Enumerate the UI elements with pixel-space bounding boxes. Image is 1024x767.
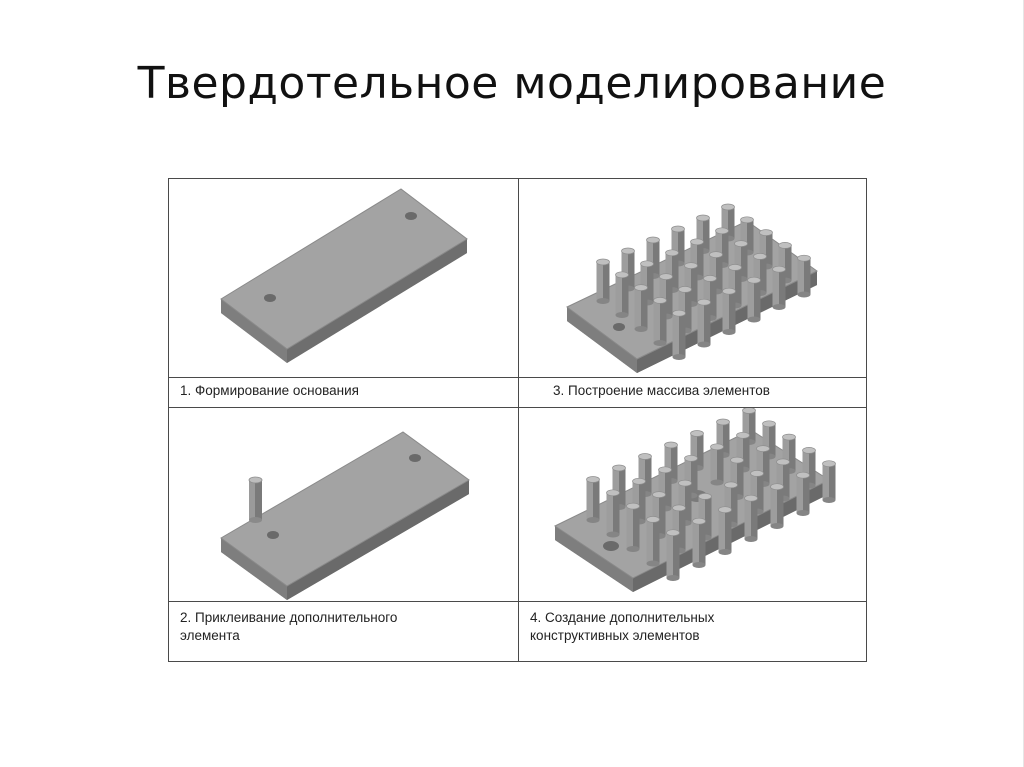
pin-r3-c0 bbox=[646, 516, 660, 567]
pin-r4-c2 bbox=[718, 506, 732, 555]
pin-r4-c5 bbox=[796, 471, 810, 516]
pin-r4-c4 bbox=[772, 265, 786, 310]
grid-divider-row1 bbox=[169, 377, 866, 378]
pin-r2-c0 bbox=[626, 502, 640, 552]
pin-r0-c0 bbox=[596, 258, 610, 304]
pin-r4-c5 bbox=[797, 254, 811, 298]
pin-r4-c0 bbox=[666, 529, 680, 581]
grid-vertical-divider bbox=[518, 179, 519, 661]
grid-divider-row2 bbox=[169, 407, 866, 408]
step1-model-image bbox=[169, 179, 518, 377]
pin-r1-c0 bbox=[606, 489, 620, 538]
pin-r4-c3 bbox=[747, 276, 761, 323]
pin-r3-c4 bbox=[750, 470, 764, 515]
pin-r4-c2 bbox=[722, 287, 736, 335]
figure-table: 1. Формирование основания 3. Построение … bbox=[168, 178, 867, 662]
pin-r0-c0 bbox=[586, 476, 600, 523]
caption-step2: 2. Приклеивание дополнительного элемента bbox=[180, 610, 398, 643]
pin-r4-c6 bbox=[822, 460, 836, 503]
pin-r4-c1 bbox=[692, 517, 706, 568]
pin-r4-c3 bbox=[744, 494, 758, 542]
caption-step4: 4. Создание дополнительных конструктивны… bbox=[530, 610, 715, 643]
pin-r4-c4 bbox=[770, 483, 784, 529]
grid-divider-row3 bbox=[169, 601, 866, 602]
caption-step1: 1. Формирование основания bbox=[180, 383, 359, 398]
step4-model-image bbox=[519, 408, 867, 601]
pin-r1-c0 bbox=[615, 271, 629, 318]
step3-model-image bbox=[519, 179, 867, 377]
step2-model-image bbox=[169, 408, 518, 601]
pin-r1-c4 bbox=[710, 443, 724, 486]
pin-r0-c4 bbox=[696, 214, 710, 254]
pin-r0-c5 bbox=[716, 418, 730, 458]
caption-step3: 3. Построение массива элементов bbox=[553, 383, 770, 398]
slide-title: Твердотельное моделирование bbox=[137, 58, 887, 109]
pin-r2-c0 bbox=[634, 284, 648, 332]
pin-r3-c0 bbox=[653, 297, 667, 346]
pin-r4-c1 bbox=[697, 298, 711, 348]
pin-r4-c0 bbox=[672, 309, 686, 360]
